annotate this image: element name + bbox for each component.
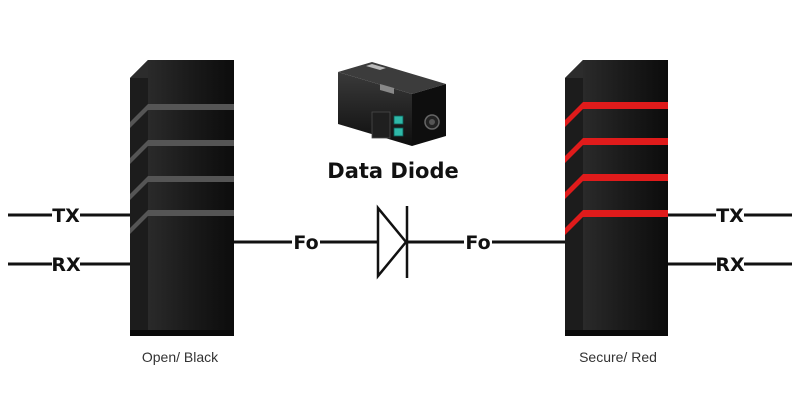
open-server-stripe: [130, 176, 234, 200]
connection-lines: [8, 213, 792, 266]
open-server-stripe: [130, 210, 234, 234]
secure-server-caption: Secure/ Red: [579, 349, 657, 365]
fo-label-left: Fo: [293, 232, 318, 254]
secure-tx-label: TX: [716, 205, 744, 227]
secure-server-stripe: [565, 174, 668, 199]
data-diode-device-icon: [338, 62, 446, 146]
secure-server-stripes: [565, 102, 668, 235]
secure-server-stripe: [565, 138, 668, 163]
device-port: [393, 115, 404, 125]
open-server-stripe: [130, 104, 234, 128]
device-fiber-ports: [393, 115, 404, 137]
fo-label-right: Fo: [465, 232, 490, 254]
diode-symbol: [376, 204, 409, 280]
open-server-caption: Open/ Black: [142, 349, 219, 365]
open-rx-label: RX: [51, 254, 81, 276]
secure-server-stripe: [565, 102, 668, 127]
open-tx-label: TX: [52, 205, 80, 227]
secure-rx-label: RX: [715, 254, 745, 276]
open-server: [130, 60, 234, 336]
open-server-stripes: [130, 104, 234, 234]
device-port: [393, 127, 404, 137]
open-server-stripe: [130, 140, 234, 164]
secure-server: [565, 60, 668, 336]
device-title: Data Diode: [327, 159, 458, 183]
secure-server-stripe: [565, 210, 668, 235]
